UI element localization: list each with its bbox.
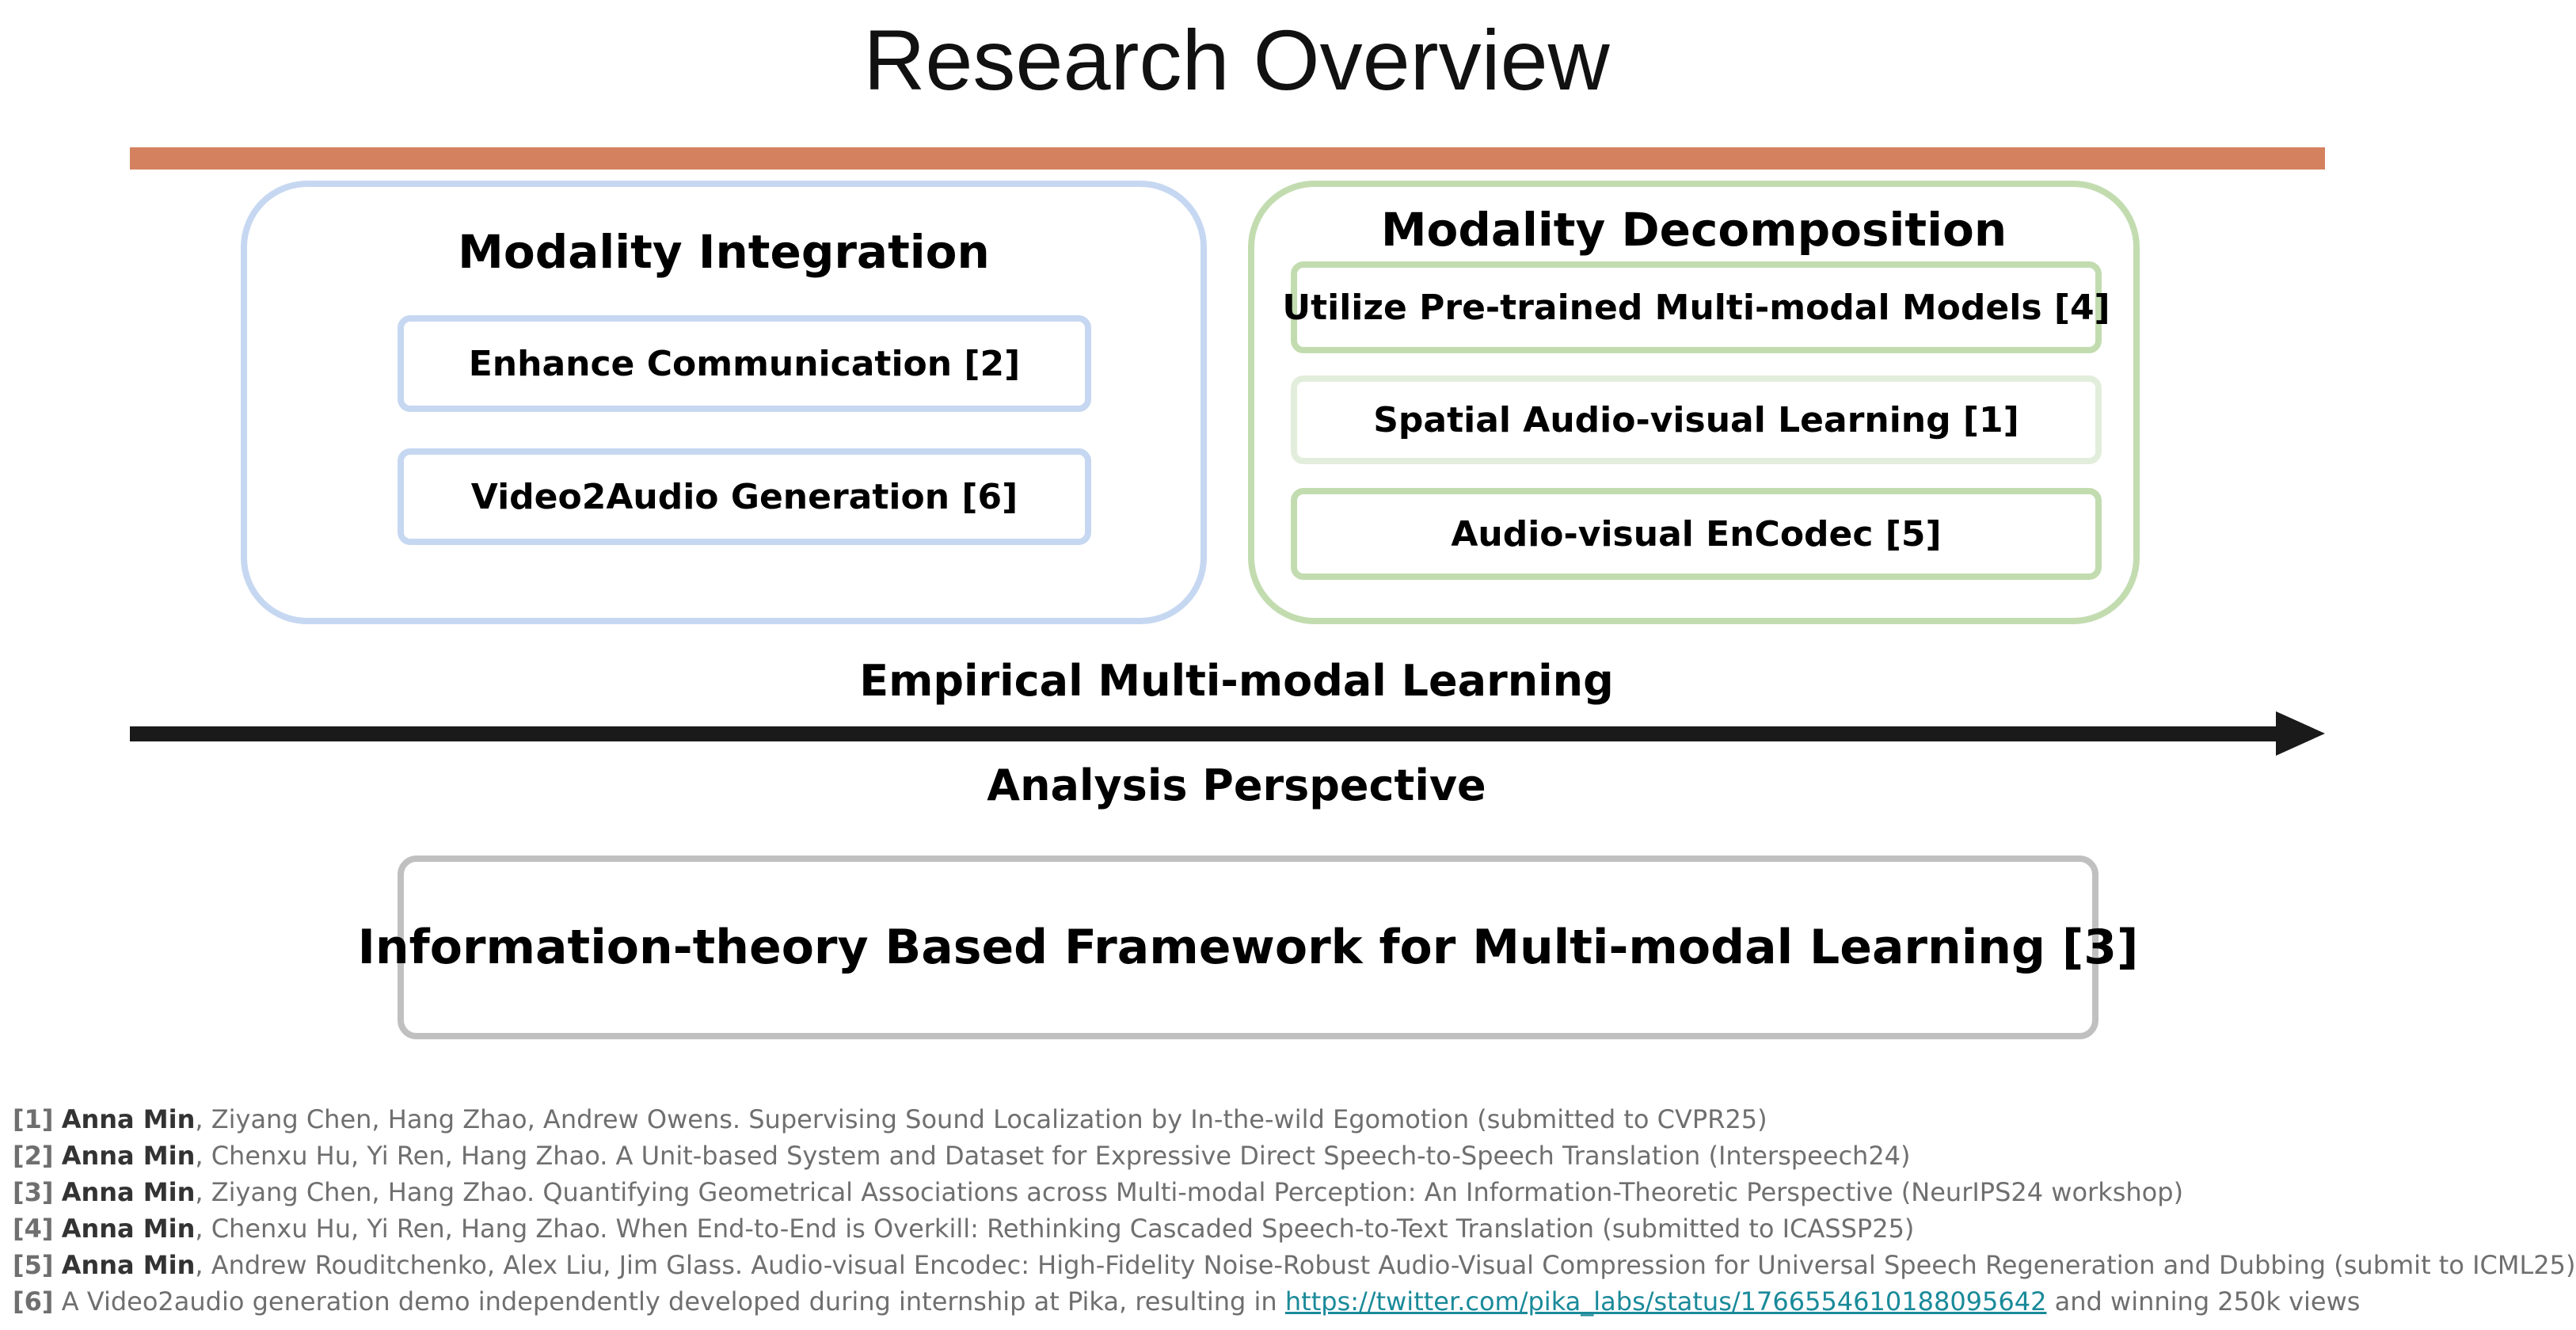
reference-item: [6] A Video2audio generation demo indepe…	[13, 1283, 2468, 1320]
reference-item: [2] Anna Min, Chenxu Hu, Yi Ren, Hang Zh…	[13, 1138, 2468, 1174]
reference-text: , Chenxu Hu, Yi Ren, Hang Zhao. When End…	[195, 1214, 1915, 1244]
modality-decomposition-title: Modality Decomposition	[1380, 203, 2007, 257]
reference-text: , Ziyang Chen, Hang Zhao, Andrew Owens. …	[195, 1104, 1767, 1134]
arrow-shaft	[130, 726, 2277, 741]
reference-text: , Chenxu Hu, Yi Ren, Hang Zhao. A Unit-b…	[195, 1141, 1911, 1171]
header-divider-bar	[130, 147, 2325, 170]
reference-text: A Video2audio generation demo independen…	[61, 1286, 1285, 1317]
spatial-audio-visual-box: Spatial Audio-visual Learning [1]	[1291, 375, 2102, 464]
reference-text: , Andrew Rouditchenko, Alex Liu, Jim Gla…	[195, 1250, 2576, 1280]
reference-text: , Ziyang Chen, Hang Zhao. Quantifying Ge…	[195, 1177, 2184, 1207]
arrow-head	[2276, 711, 2325, 756]
reference-item: [3] Anna Min, Ziyang Chen, Hang Zhao. Qu…	[13, 1174, 2468, 1210]
empirical-learning-label: Empirical Multi-modal Learning	[859, 656, 1614, 706]
information-theory-framework-box: Information-theory Based Framework for M…	[358, 856, 2138, 1039]
reference-text-after: and winning 250k views	[2046, 1286, 2361, 1317]
reference-number: [1]	[13, 1104, 54, 1134]
references-list: [1] Anna Min, Ziyang Chen, Hang Zhao, An…	[13, 1101, 2576, 1320]
axis-arrow-icon	[130, 711, 2325, 756]
reference-author: Anna Min	[61, 1177, 196, 1207]
modality-integration-title: Modality Integration	[458, 225, 990, 279]
reference-item: [1] Anna Min, Ziyang Chen, Hang Zhao, An…	[13, 1101, 2468, 1138]
reference-number: [5]	[13, 1250, 54, 1280]
reference-author: Anna Min	[61, 1141, 196, 1171]
reference-number: [2]	[13, 1141, 54, 1171]
enhance-communication-box: Enhance Communication [2]	[398, 315, 1091, 412]
reference-author: Anna Min	[61, 1250, 196, 1280]
reference-item: [4] Anna Min, Chenxu Hu, Yi Ren, Hang Zh…	[13, 1210, 2468, 1247]
pretrained-models-box: Utilize Pre-trained Multi-modal Models […	[1282, 261, 2110, 353]
audio-visual-encodec-box: Audio-visual EnCodec [5]	[1291, 488, 2102, 580]
reference-item: [5] Anna Min, Andrew Rouditchenko, Alex …	[13, 1247, 2576, 1283]
reference-author: Anna Min	[61, 1104, 196, 1134]
page-title: Research Overview	[863, 12, 1610, 108]
pika-twitter-link[interactable]: https://twitter.com/pika_labs/status/176…	[1284, 1286, 2047, 1317]
video2audio-generation-box: Video2Audio Generation [6]	[398, 448, 1091, 545]
reference-number: [6]	[13, 1286, 54, 1317]
reference-author: Anna Min	[61, 1214, 196, 1244]
reference-number: [4]	[13, 1214, 54, 1244]
reference-number: [3]	[13, 1177, 54, 1207]
analysis-perspective-label: Analysis Perspective	[987, 760, 1486, 810]
